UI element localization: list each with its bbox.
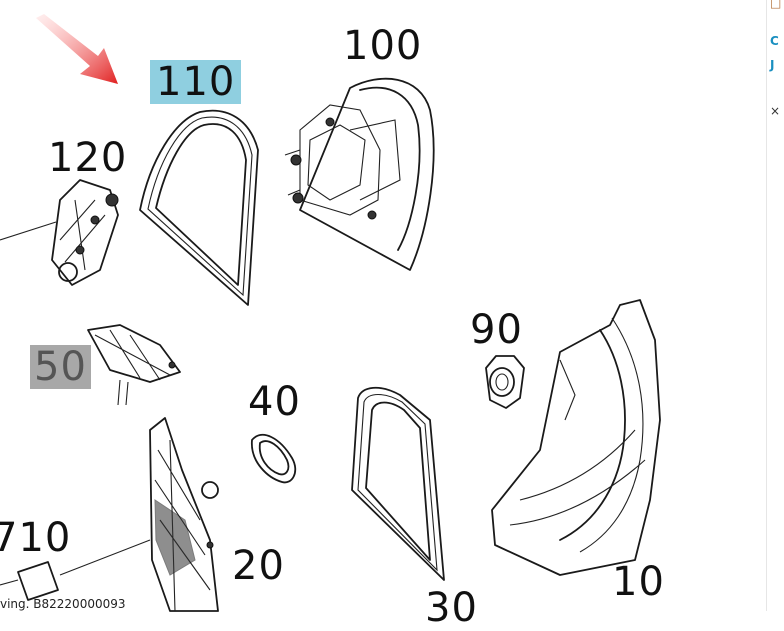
diagram-linework (0, 14, 661, 612)
side-glyph-box[interactable]: □ (770, 0, 782, 10)
part-120-bulb-holder[interactable] (0, 179, 119, 286)
part-label-50[interactable]: 50 (30, 345, 91, 389)
part-20-carrier[interactable] (149, 417, 219, 612)
drawing-caption: ving. B82220000093 (0, 597, 126, 611)
part-label-710[interactable]: 710 (0, 515, 72, 561)
part-label-30[interactable]: 30 (425, 585, 478, 631)
part-label-110[interactable]: 110 (150, 60, 242, 104)
part-label-100[interactable]: 100 (343, 23, 423, 69)
part-50-bracket[interactable] (87, 324, 181, 406)
part-100-lamp-housing[interactable] (284, 77, 435, 271)
parts-diagram: 110 100 120 90 50 40 710 20 10 30 ving. … (0, 14, 665, 630)
part-label-20[interactable]: 20 (232, 543, 285, 589)
part-10-lamp-lens[interactable] (491, 299, 661, 576)
part-30-seal[interactable] (351, 386, 445, 581)
side-glyph-close[interactable]: × (770, 104, 781, 118)
part-710-connector[interactable] (0, 539, 151, 601)
part-90-nut[interactable] (485, 355, 525, 409)
part-110-seal[interactable] (139, 109, 259, 306)
part-40-grommet[interactable] (251, 434, 297, 484)
side-panel: □ C J × (766, 0, 784, 611)
pointer-arrow-icon (36, 14, 118, 84)
part-label-90[interactable]: 90 (470, 307, 523, 353)
side-glyph-c[interactable]: C (770, 34, 779, 48)
part-label-120[interactable]: 120 (48, 135, 128, 181)
side-glyph-j[interactable]: J (770, 58, 775, 72)
part-label-10[interactable]: 10 (612, 559, 665, 605)
part-label-40[interactable]: 40 (248, 379, 301, 425)
